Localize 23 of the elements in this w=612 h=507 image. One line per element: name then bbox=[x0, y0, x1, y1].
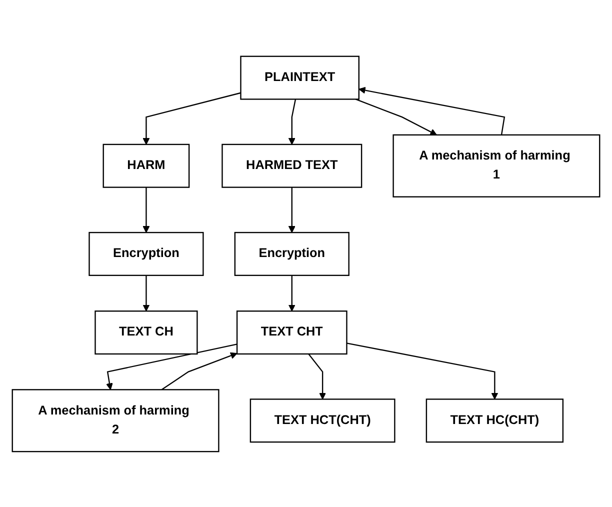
arrow bbox=[288, 274, 296, 311]
arrow bbox=[106, 343, 238, 390]
arrow bbox=[161, 352, 238, 390]
node-box: Encryption bbox=[234, 231, 350, 276]
node-box: A mechanism of harming 2 bbox=[12, 388, 220, 452]
node-box: HARM bbox=[102, 143, 190, 188]
node-box: PLAINTEXT bbox=[240, 55, 360, 100]
node-box: HARMED TEXT bbox=[222, 143, 362, 188]
node-box: TEXT CHT bbox=[236, 310, 348, 354]
node-box: TEXT CH bbox=[94, 310, 198, 354]
arrow bbox=[358, 86, 506, 135]
arrow bbox=[142, 92, 241, 144]
node-box: A mechanism of harming 1 bbox=[392, 134, 600, 197]
arrow bbox=[308, 353, 326, 400]
arrow bbox=[288, 98, 296, 144]
node-box: TEXT HCT(CHT) bbox=[250, 398, 396, 442]
arrow bbox=[346, 342, 498, 400]
arrow bbox=[142, 186, 150, 232]
arrow bbox=[288, 186, 296, 232]
arrow bbox=[355, 98, 437, 135]
node-box: Encryption bbox=[88, 231, 204, 276]
node-box: TEXT HC(CHT) bbox=[426, 398, 564, 442]
arrow bbox=[142, 274, 150, 311]
